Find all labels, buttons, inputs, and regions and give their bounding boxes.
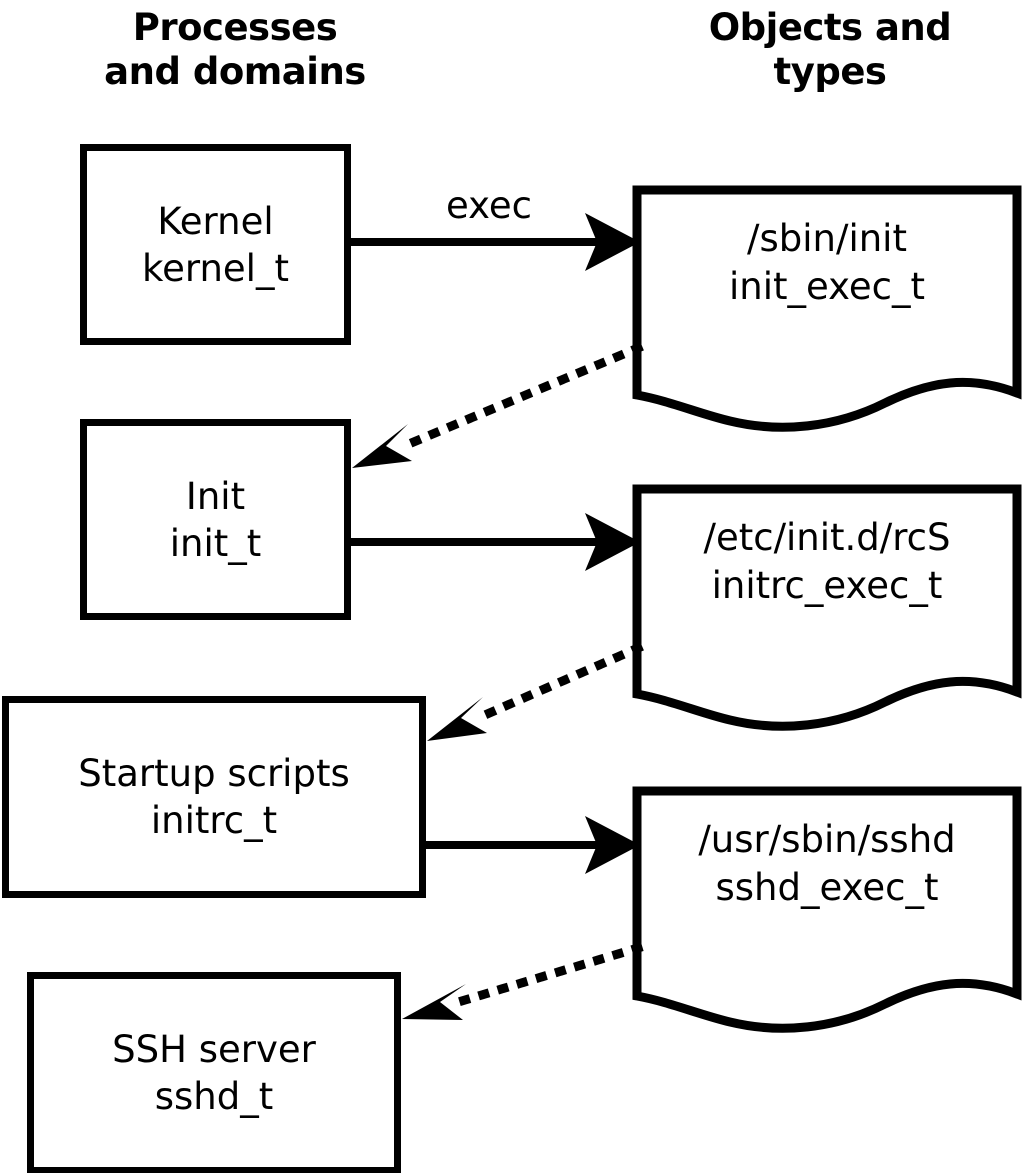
process-name: SSH server	[112, 1028, 316, 1071]
column-header-processes: Processes and domains	[104, 6, 366, 93]
process-node-sshd[interactable]: SSH server sshd_t	[27, 972, 401, 1173]
process-type: sshd_t	[154, 1075, 274, 1118]
process-name: Startup scripts	[78, 752, 350, 795]
edge-init-to-initrc-exec	[351, 513, 640, 571]
process-name: Kernel	[157, 199, 274, 243]
edge-sshd-exec-to-sshd	[402, 942, 644, 1020]
object-node-init-exec[interactable]: /sbin/init init_exec_t	[630, 185, 1024, 435]
process-node-init[interactable]: Init init_t	[80, 419, 351, 620]
process-type: init_t	[169, 521, 262, 565]
process-type: initrc_t	[150, 799, 278, 842]
edge-initrc-to-sshd-exec	[426, 816, 640, 874]
process-type: kernel_t	[142, 246, 289, 290]
process-name: Init	[185, 474, 246, 518]
process-node-kernel[interactable]: Kernel kernel_t	[80, 144, 351, 345]
edge-label-exec: exec	[446, 184, 532, 227]
column-header-objects: Objects and types	[708, 6, 952, 93]
object-node-sshd-exec[interactable]: /usr/sbin/sshd sshd_exec_t	[630, 786, 1024, 1036]
object-node-initrc-exec[interactable]: /etc/init.d/rcS initrc_exec_t	[630, 484, 1024, 734]
edge-initrc-exec-to-initrc	[427, 642, 644, 741]
process-node-initrc[interactable]: Startup scripts initrc_t	[2, 696, 426, 898]
edge-init-exec-to-init	[352, 342, 644, 468]
